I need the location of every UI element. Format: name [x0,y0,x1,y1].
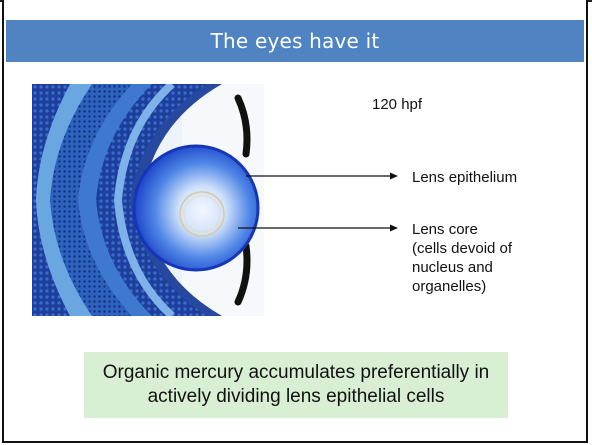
lens-epithelium-label: Lens epithelium [412,168,517,187]
lens-core-line-1: Lens core [412,220,512,239]
lens-core-line-2: (cells devoid of [412,239,512,258]
lens-core-line-4: organelles) [412,277,512,296]
lens-core-label: Lens core (cells devoid of nucleus and o… [412,220,512,296]
stage-label: 120 hpf [372,96,422,113]
conclusion-box: Organic mercury accumulates preferential… [84,352,508,418]
conclusion-line-1: Organic mercury accumulates preferential… [103,361,490,385]
eye-micrograph-image [32,84,264,316]
conclusion-line-2: actively dividing lens epithelial cells [148,385,445,409]
slide-title: The eyes have it [211,29,380,53]
lens-core-line-3: nucleus and [412,258,512,277]
title-bar: The eyes have it [6,20,584,62]
